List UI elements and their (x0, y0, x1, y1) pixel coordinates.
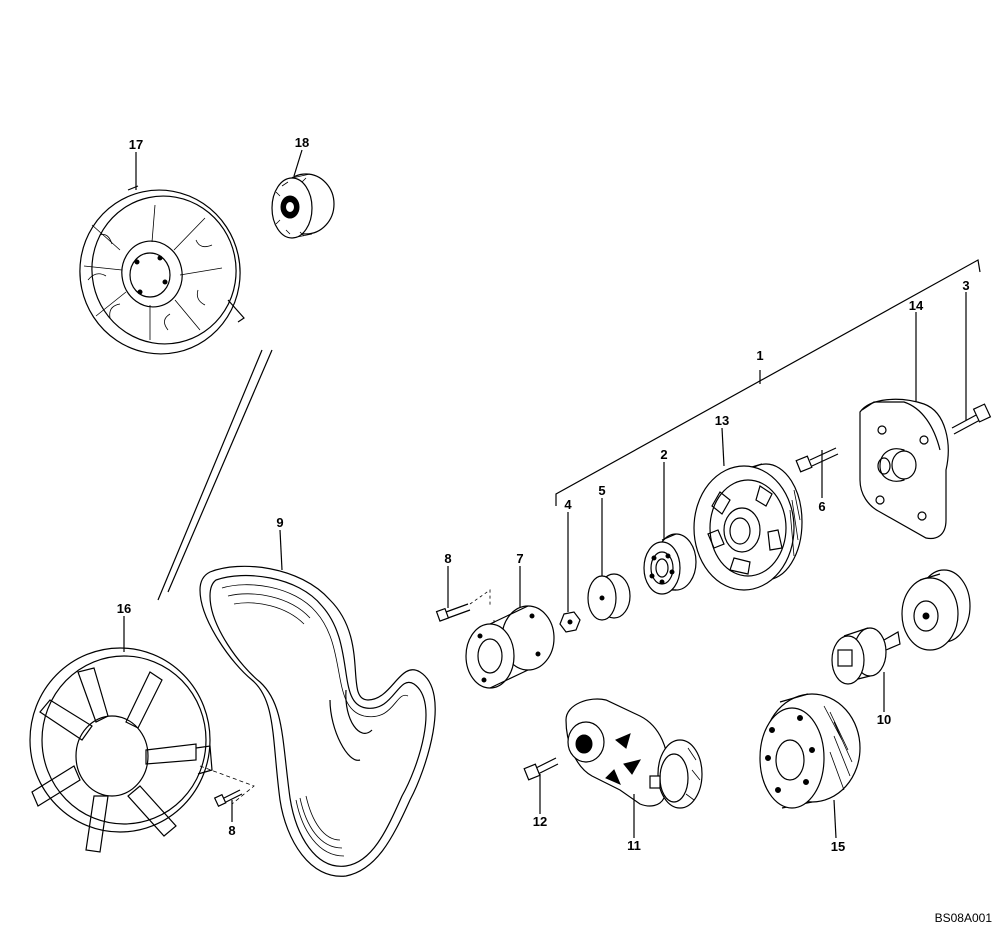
part-17-fan-ring (79, 185, 245, 355)
callout-17: 17 (129, 137, 143, 152)
callout-9: 9 (276, 515, 283, 530)
part-7-flange (465, 605, 555, 689)
callout-11: 11 (627, 838, 641, 853)
part-5-washer (587, 573, 631, 621)
callout-3: 3 (962, 278, 969, 293)
callout-13: 13 (715, 413, 729, 428)
callout-4: 4 (564, 497, 572, 512)
callout-18: 18 (295, 135, 309, 150)
callout-16: 16 (117, 601, 131, 616)
callout-14: 14 (909, 298, 924, 313)
drawing-code: BS08A001 (935, 911, 993, 925)
callout-8-left: 8 (228, 823, 235, 838)
part-10-idler (831, 627, 901, 685)
part-18-hub (271, 173, 335, 239)
part-8-bolt-left (213, 789, 243, 808)
part-2-bearing (643, 533, 697, 595)
part-3-bolt (951, 403, 992, 435)
part-9-belt (199, 565, 436, 877)
part-11-tensioner (565, 698, 703, 809)
callout-2: 2 (660, 447, 667, 462)
part-16-fan (29, 647, 213, 853)
callout-1: 1 (756, 348, 763, 363)
part-4-nut (559, 611, 581, 633)
callout-7: 7 (516, 551, 523, 566)
part-13-pulley (693, 463, 803, 591)
assembly-1-bracket (555, 259, 981, 506)
part-8-bolt-center (435, 603, 471, 622)
callout-15: 15 (831, 839, 845, 854)
part-12-bolt (523, 757, 559, 781)
part-6-bolt (795, 447, 839, 473)
part-15-pulley (759, 693, 861, 809)
callout-10: 10 (877, 712, 891, 727)
leader-lines (123, 149, 967, 839)
callout-12: 12 (533, 814, 547, 829)
callout-5: 5 (598, 483, 605, 498)
callout-8-center: 8 (444, 551, 451, 566)
callout-6: 6 (818, 499, 825, 514)
part-14-bracket (859, 398, 949, 540)
idler-pulley (901, 569, 971, 651)
